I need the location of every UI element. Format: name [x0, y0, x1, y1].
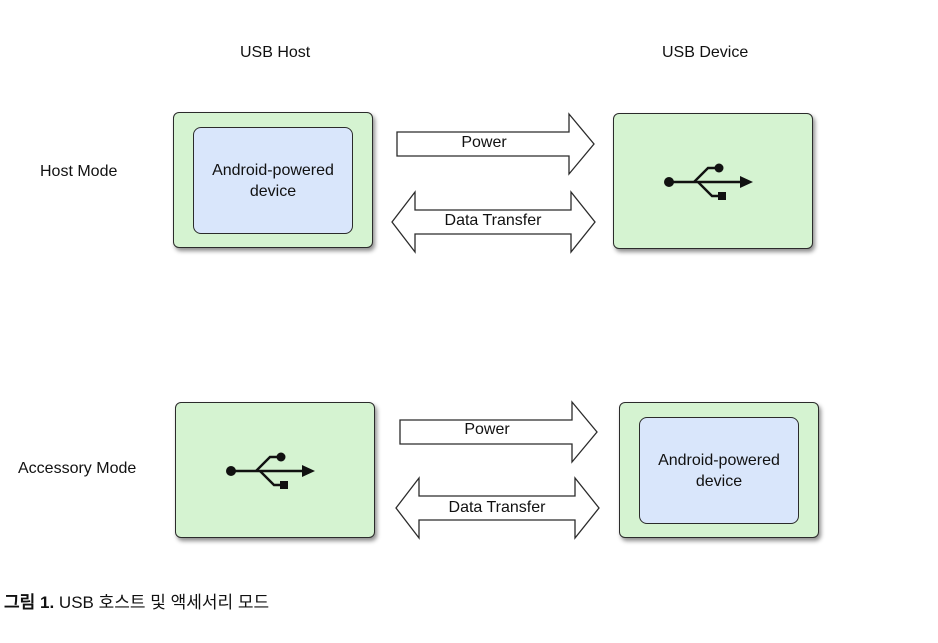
- row-label-host-mode: Host Mode: [40, 163, 118, 180]
- android-device-label: Android-powered device: [212, 161, 334, 200]
- data-transfer-arrow-label: Data Transfer: [444, 212, 542, 229]
- usb-device-accessory-box: Android-powered device: [619, 402, 819, 538]
- android-device-accessory-box: Android-powered device: [639, 417, 799, 524]
- figure-caption-prefix: 그림 1.: [4, 593, 55, 612]
- data-transfer-arrow: [391, 190, 596, 254]
- figure-caption-text: USB 호스트 및 액세서리 모드: [54, 593, 270, 612]
- usb-icon: [226, 452, 315, 489]
- figure-caption: 그림 1. USB 호스트 및 액세서리 모드: [4, 588, 269, 613]
- row-label-accessory-mode: Accessory Mode: [18, 460, 137, 477]
- power-arrow-accessory: [399, 400, 598, 464]
- usb-host-box: Android-powered device: [173, 112, 373, 248]
- column-label-usb-host: USB Host: [240, 44, 311, 61]
- data-transfer-arrow-accessory: [395, 476, 600, 540]
- usb-icon: [664, 163, 753, 200]
- android-device-box: Android-powered device: [193, 127, 353, 234]
- data-transfer-arrow-accessory-label: Data Transfer: [448, 499, 546, 516]
- usb-device-box: [613, 113, 813, 249]
- power-arrow: [396, 112, 595, 176]
- android-device-accessory-label: Android-powered device: [658, 451, 780, 490]
- usb-host-accessory-box: [175, 402, 375, 538]
- power-arrow-accessory-label: Power: [464, 421, 510, 438]
- power-arrow-label: Power: [461, 134, 507, 151]
- column-label-usb-device: USB Device: [662, 44, 749, 61]
